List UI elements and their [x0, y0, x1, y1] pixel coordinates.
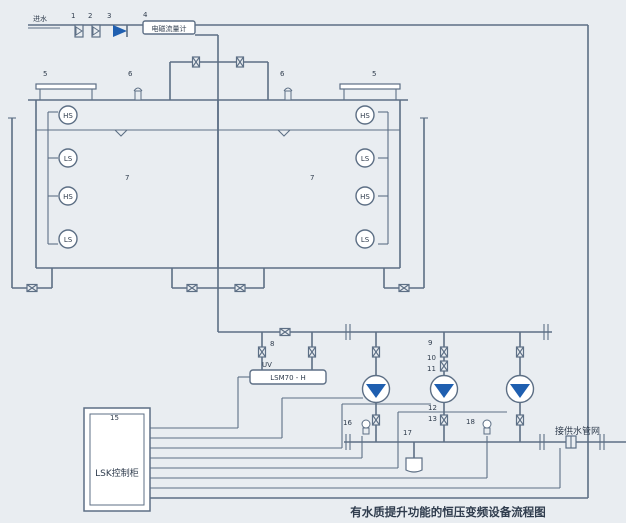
callout-13: 13	[428, 415, 437, 423]
uv-label: UV	[262, 361, 272, 369]
callout-1: 1	[71, 12, 75, 20]
sensor-left-4: LS	[64, 236, 73, 244]
callout-5-right: 5	[372, 70, 376, 78]
supply-label: 接供水管网	[555, 425, 600, 437]
callout-9: 9	[428, 339, 432, 347]
callout-numbers: 1 2 3 4 5 5 6 6 7 7 8 9 10 11 12 13 15 1…	[43, 11, 475, 437]
diagram-title: 有水质提升功能的恒压变频设备流程图	[350, 505, 546, 519]
callout-6-right: 6	[280, 70, 285, 78]
callout-10: 10	[427, 354, 436, 362]
inlet-line	[28, 24, 589, 499]
inlet-label: 进水	[33, 14, 47, 23]
level-sensors-right	[355, 105, 375, 249]
water-tank	[28, 99, 408, 269]
controller-inner	[89, 413, 145, 506]
callout-18: 18	[466, 418, 475, 426]
sensor-right-4: LS	[361, 236, 370, 244]
controller-cabinet	[83, 407, 151, 512]
sensor-left-1: HS	[63, 112, 73, 120]
pump-1	[361, 374, 391, 404]
callout-15: 15	[110, 414, 119, 422]
callout-8: 8	[270, 340, 274, 348]
callout-17: 17	[403, 429, 412, 437]
callout-5-left: 5	[43, 70, 47, 78]
sensor-left-2: LS	[64, 155, 73, 163]
callout-3: 3	[107, 12, 111, 20]
control-wires	[150, 376, 561, 489]
flow-meter-label: 电磁流量计	[152, 24, 187, 33]
sensor-left-3: HS	[63, 193, 73, 201]
callout-12: 12	[428, 404, 437, 412]
vent-right	[283, 87, 293, 101]
tank-hatch-right	[339, 83, 401, 100]
drain-pipes	[8, 117, 428, 293]
callout-4: 4	[143, 11, 148, 19]
suction-header	[218, 324, 552, 370]
pump-2	[429, 374, 459, 404]
tank-internal-pipes	[47, 56, 389, 245]
callout-16: 16	[343, 419, 352, 427]
sensor-right-1: HS	[360, 112, 370, 120]
vent-left	[133, 87, 143, 101]
callout-7-right: 7	[310, 174, 314, 182]
tank-hatch-left	[35, 83, 97, 100]
discharge-header	[344, 419, 626, 473]
sensor-right-3: HS	[360, 193, 370, 201]
callout-11: 11	[427, 365, 436, 373]
pump-3	[505, 374, 535, 404]
sensor-right-2: LS	[361, 155, 370, 163]
inlet-valves	[74, 24, 128, 38]
controller-label: LSK控制柜	[95, 467, 139, 479]
callout-7-left: 7	[125, 174, 129, 182]
level-sensors-left	[58, 105, 78, 249]
uv-model: LSM70 - H	[270, 374, 306, 382]
callout-2: 2	[88, 12, 92, 20]
flow-meter	[142, 20, 196, 35]
callout-6-left: 6	[128, 70, 133, 78]
